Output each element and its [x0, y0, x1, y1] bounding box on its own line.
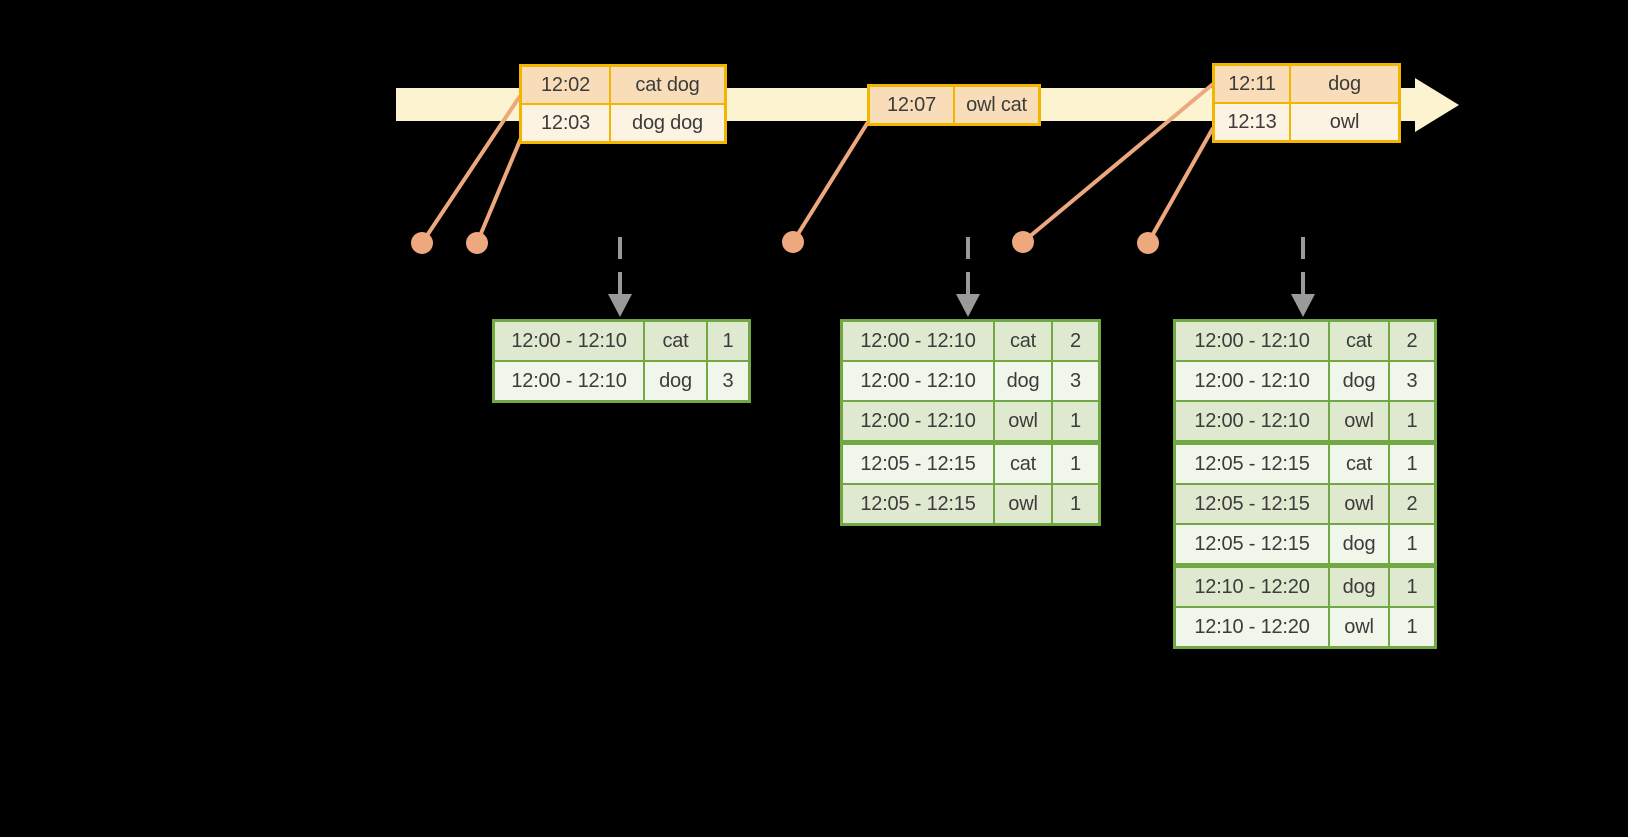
event-row: 12:03 dog dog [522, 105, 724, 141]
word-cell: cat [995, 322, 1051, 360]
event-connector-line [420, 94, 522, 245]
window-cell: 12:00 - 12:10 [495, 322, 643, 360]
event-words-cell: owl cat [955, 87, 1038, 123]
result-row: 12:00 - 12:10 cat 1 [495, 322, 748, 360]
event-connector-line [791, 120, 870, 244]
event-row: 12:07 owl cat [870, 87, 1038, 123]
event-words-cell: cat dog [611, 67, 724, 103]
word-cell: dog [645, 362, 706, 400]
window-cell: 12:10 - 12:20 [1176, 608, 1328, 646]
window-cell: 12:05 - 12:15 [1176, 445, 1328, 483]
event-dot [1137, 232, 1159, 254]
event-batch-table-2: 12:07 owl cat [867, 84, 1041, 126]
event-row: 12:02 cat dog [522, 67, 724, 103]
word-cell: cat [1330, 445, 1388, 483]
word-cell: dog [1330, 568, 1388, 606]
trigger-arrow-icon [608, 237, 632, 317]
window-cell: 12:05 - 12:15 [843, 485, 993, 523]
count-cell: 1 [1053, 402, 1098, 440]
result-row: 12:00 - 12:10 owl 1 [1176, 402, 1434, 440]
event-connector-line [1146, 127, 1215, 244]
window-cell: 12:00 - 12:10 [1176, 322, 1328, 360]
count-cell: 1 [1053, 445, 1098, 483]
count-cell: 1 [1390, 568, 1434, 606]
event-dot [411, 232, 433, 254]
word-cell: dog [1330, 525, 1388, 563]
trigger-arrow-icon [1291, 237, 1315, 317]
event-connector-line [475, 137, 523, 244]
word-cell: dog [995, 362, 1051, 400]
result-row: 12:00 - 12:10 dog 3 [495, 362, 748, 400]
window-cell: 12:00 - 12:10 [1176, 362, 1328, 400]
result-row: 12:05 - 12:15 cat 1 [843, 445, 1098, 483]
window-cell: 12:10 - 12:20 [1176, 568, 1328, 606]
count-cell: 1 [1053, 485, 1098, 523]
word-cell: owl [995, 485, 1051, 523]
word-cell: cat [645, 322, 706, 360]
event-time-cell: 12:07 [870, 87, 953, 123]
event-time-cell: 12:11 [1215, 66, 1289, 102]
word-cell: dog [1330, 362, 1388, 400]
count-cell: 1 [1390, 445, 1434, 483]
result-row: 12:10 - 12:20 owl 1 [1176, 608, 1434, 646]
window-cell: 12:05 - 12:15 [1176, 485, 1328, 523]
window-cell: 12:00 - 12:10 [1176, 402, 1328, 440]
result-table-2: 12:00 - 12:10 cat 2 12:00 - 12:10 dog 3 … [840, 319, 1101, 526]
result-table-3: 12:00 - 12:10 cat 2 12:00 - 12:10 dog 3 … [1173, 319, 1437, 649]
count-cell: 3 [708, 362, 748, 400]
event-words-cell: owl [1291, 104, 1398, 140]
window-cell: 12:00 - 12:10 [843, 402, 993, 440]
result-row: 12:00 - 12:10 cat 2 [843, 322, 1098, 360]
word-cell: cat [1330, 322, 1388, 360]
word-cell: owl [995, 402, 1051, 440]
result-row: 12:00 - 12:10 dog 3 [843, 362, 1098, 400]
event-row: 12:13 owl [1215, 104, 1398, 140]
event-dot [1012, 231, 1034, 253]
count-cell: 2 [1053, 322, 1098, 360]
count-cell: 1 [1390, 608, 1434, 646]
word-cell: cat [995, 445, 1051, 483]
count-cell: 1 [1390, 402, 1434, 440]
trigger-arrow-icon [956, 237, 980, 317]
word-cell: owl [1330, 402, 1388, 440]
result-row: 12:00 - 12:10 cat 2 [1176, 322, 1434, 360]
result-row: 12:05 - 12:15 owl 1 [843, 485, 1098, 523]
window-cell: 12:00 - 12:10 [495, 362, 643, 400]
window-cell: 12:05 - 12:15 [1176, 525, 1328, 563]
event-time-cell: 12:13 [1215, 104, 1289, 140]
word-cell: owl [1330, 608, 1388, 646]
event-words-cell: dog dog [611, 105, 724, 141]
event-time-cell: 12:02 [522, 67, 609, 103]
count-cell: 3 [1390, 362, 1434, 400]
count-cell: 2 [1390, 485, 1434, 523]
window-cell: 12:05 - 12:15 [843, 445, 993, 483]
event-row: 12:11 dog [1215, 66, 1398, 102]
event-time-cell: 12:03 [522, 105, 609, 141]
event-connector-line [1021, 82, 1215, 244]
result-row: 12:05 - 12:15 dog 1 [1176, 525, 1434, 563]
event-dot [782, 231, 804, 253]
event-dot [466, 232, 488, 254]
count-cell: 2 [1390, 322, 1434, 360]
result-row: 12:10 - 12:20 dog 1 [1176, 568, 1434, 606]
count-cell: 1 [1390, 525, 1434, 563]
word-cell: owl [1330, 485, 1388, 523]
result-row: 12:05 - 12:15 owl 2 [1176, 485, 1434, 523]
event-batch-table-1: 12:02 cat dog 12:03 dog dog [519, 64, 727, 144]
timeline-arrowhead-icon [1415, 78, 1459, 132]
result-table-1: 12:00 - 12:10 cat 1 12:00 - 12:10 dog 3 [492, 319, 751, 403]
count-cell: 3 [1053, 362, 1098, 400]
event-words-cell: dog [1291, 66, 1398, 102]
window-cell: 12:00 - 12:10 [843, 322, 993, 360]
result-row: 12:00 - 12:10 dog 3 [1176, 362, 1434, 400]
count-cell: 1 [708, 322, 748, 360]
result-row: 12:05 - 12:15 cat 1 [1176, 445, 1434, 483]
window-cell: 12:00 - 12:10 [843, 362, 993, 400]
event-batch-table-3: 12:11 dog 12:13 owl [1212, 63, 1401, 143]
result-row: 12:00 - 12:10 owl 1 [843, 402, 1098, 440]
